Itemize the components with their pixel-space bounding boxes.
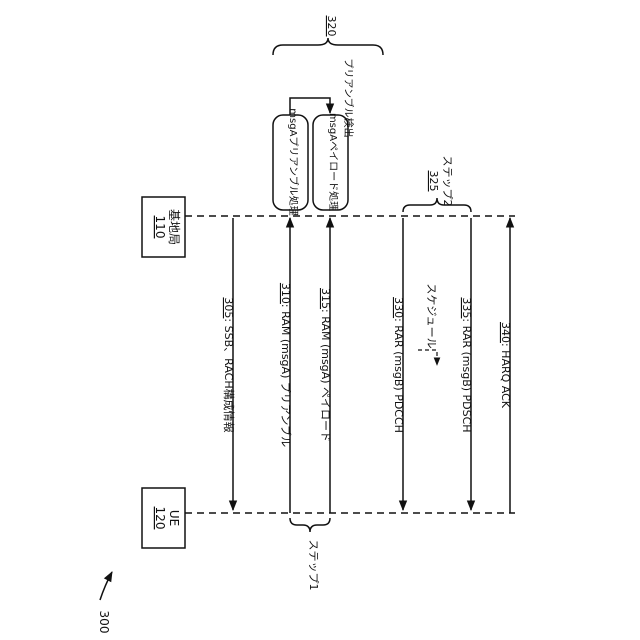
base-station-box: 基地局 110: [142, 197, 185, 257]
figure-pointer-arrow: [100, 572, 112, 600]
figure-label: 300: [97, 611, 111, 634]
preamble-detect-label: プリアンブル検出: [342, 58, 355, 137]
msg-310-label: 310: RAM (msgA) プリアンブル: [279, 283, 293, 447]
msg-315-label: 315: RAM (msgA) ペイロード: [319, 288, 332, 442]
brace-325-label: 325: [427, 171, 440, 192]
ue-label: UE: [167, 510, 181, 526]
schedule-label: スケジュール: [425, 283, 438, 348]
brace-320: [273, 38, 383, 55]
base-station-ref: 110: [153, 216, 167, 239]
base-station-label: 基地局: [167, 209, 181, 245]
msg-330-label: 330: RAR (msgB) PDCCH: [392, 297, 405, 433]
ue-box: UE 120: [142, 488, 185, 548]
step1-label: ステップ1: [307, 540, 320, 591]
schedule-arrow: [418, 350, 437, 365]
brace-step1: [290, 518, 330, 532]
brace-325: [403, 198, 471, 212]
msg-335-label: 335: RAR (msgB) PDSCH: [460, 297, 473, 432]
msg-340-label: 340: HARQ ACK: [499, 322, 512, 409]
msg-305-label: 305: SSB、RACH構成情報: [222, 297, 235, 432]
step2-label: ステップ2: [441, 156, 454, 207]
preamble-processing-label: msgAプリアンブル処理: [287, 108, 300, 215]
payload-processing-label: msgAペイロード処理: [327, 113, 340, 211]
preamble-processing-box: msgAプリアンブル処理: [273, 108, 308, 215]
ue-ref: 120: [153, 507, 167, 530]
brace-320-label: 320: [325, 16, 338, 37]
